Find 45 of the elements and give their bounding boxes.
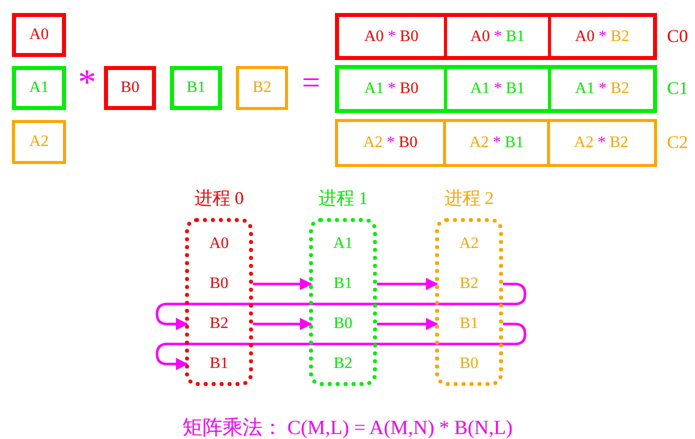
arrow bbox=[253, 278, 312, 290]
block-label: A0 bbox=[189, 232, 249, 256]
product-term: A1 * B0 bbox=[339, 69, 444, 109]
product-term: A2 * B0 bbox=[338, 122, 443, 164]
product-term: A0 * B0 bbox=[339, 17, 444, 56]
process-title: 进程 0 bbox=[193, 187, 245, 210]
result-row bbox=[335, 119, 657, 167]
product-term: A1 * B2 bbox=[548, 69, 653, 109]
product-term: A0 * B2 bbox=[548, 17, 653, 56]
row-label: C1 bbox=[667, 78, 688, 99]
block-label: B1 bbox=[313, 272, 373, 296]
matrix-block: A2 bbox=[12, 120, 66, 164]
block-label: B2 bbox=[189, 312, 249, 336]
block-label: B1 bbox=[189, 352, 249, 376]
block-label: B2 bbox=[439, 272, 499, 296]
process-title: 进程 1 bbox=[317, 187, 369, 210]
matrix-block: B2 bbox=[236, 66, 288, 110]
block-label: B0 bbox=[189, 272, 249, 296]
product-term: A0 * B1 bbox=[444, 17, 548, 56]
block-label: B0 bbox=[313, 312, 373, 336]
process-title: 进程 2 bbox=[443, 187, 495, 210]
multiply-sign: * bbox=[78, 64, 96, 100]
block-label: B0 bbox=[439, 352, 499, 376]
matrix-block: B0 bbox=[104, 66, 156, 110]
block-label: B2 bbox=[313, 352, 373, 376]
arrow bbox=[253, 318, 312, 330]
arrow bbox=[156, 282, 526, 330]
block-label: A2 bbox=[439, 232, 499, 256]
row-label: C0 bbox=[667, 26, 688, 46]
matrix-block: A0 bbox=[12, 13, 66, 57]
caption: 矩阵乘法： C(M,L) = A(M,N) * B(N,L) bbox=[181, 416, 514, 439]
equals-sign: = bbox=[302, 66, 320, 98]
result-row bbox=[335, 13, 657, 60]
block-label: B1 bbox=[439, 312, 499, 336]
arrow bbox=[156, 322, 526, 370]
product-term: A2 * B2 bbox=[547, 122, 652, 164]
product-term: A2 * B1 bbox=[442, 122, 548, 164]
block-label: A1 bbox=[313, 232, 373, 256]
arrow bbox=[377, 318, 438, 330]
row-label: C2 bbox=[667, 132, 688, 153]
arrow bbox=[377, 278, 438, 290]
matrix-block: B1 bbox=[170, 66, 222, 110]
result-row bbox=[335, 65, 657, 113]
product-term: A1 * B1 bbox=[444, 69, 548, 109]
matrix-block: A1 bbox=[12, 66, 66, 110]
